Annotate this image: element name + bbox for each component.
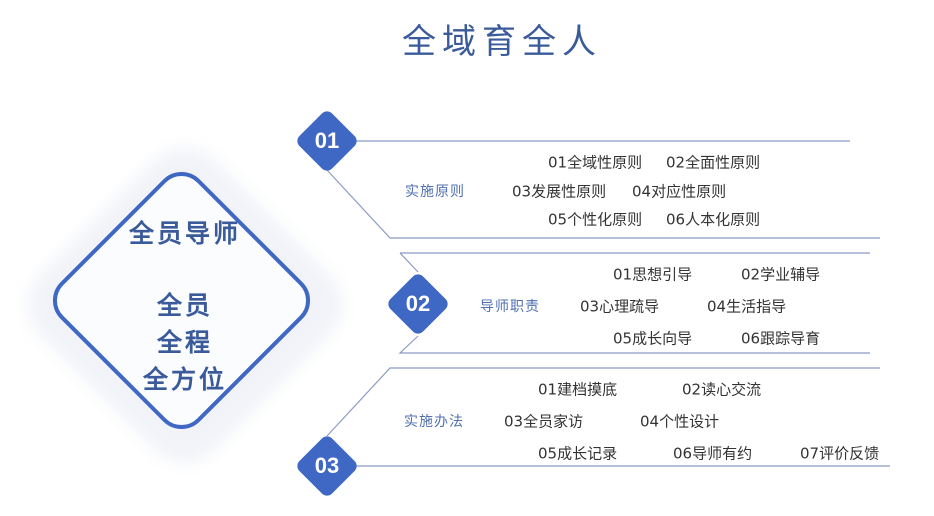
section-2-label: 导师职责 bbox=[480, 299, 540, 315]
list-item: 07评价反馈 bbox=[800, 444, 880, 463]
list-item: 05成长向导 bbox=[613, 329, 693, 348]
section-2-outline bbox=[398, 252, 870, 354]
list-item: 02全面性原则 bbox=[666, 153, 761, 172]
list-item: 01思想引导 bbox=[613, 265, 693, 284]
section-3-label: 实施办法 bbox=[404, 414, 464, 430]
section-1-label: 实施原则 bbox=[405, 184, 465, 200]
center-line-3: 全方位 bbox=[142, 365, 227, 394]
center-line-2: 全程 bbox=[156, 328, 213, 357]
list-item: 01建档摸底 bbox=[538, 380, 618, 399]
section-1-outline bbox=[326, 140, 880, 239]
list-item: 02读心交流 bbox=[682, 380, 762, 399]
list-item: 03全员家访 bbox=[504, 412, 584, 431]
list-item: 06跟踪导育 bbox=[741, 329, 821, 348]
list-item: 04生活指导 bbox=[707, 297, 787, 316]
list-item: 03心理疏导 bbox=[580, 297, 660, 316]
list-item: 03发展性原则 bbox=[512, 182, 607, 201]
center-heading: 全员导师 bbox=[128, 219, 241, 248]
section-1-badge: 01 bbox=[294, 108, 360, 174]
list-item: 06导师有约 bbox=[673, 444, 753, 463]
list-item: 01全域性原则 bbox=[548, 153, 643, 172]
page-title: 全域育全人 bbox=[402, 22, 602, 62]
section-2-badge: 02 bbox=[385, 271, 451, 337]
section-3-outline bbox=[326, 367, 890, 467]
list-item: 05成长记录 bbox=[538, 444, 618, 463]
section-3-badge: 03 bbox=[294, 433, 360, 499]
center-line-1: 全员 bbox=[156, 291, 213, 320]
list-item: 05个性化原则 bbox=[548, 210, 643, 229]
list-item: 02学业辅导 bbox=[741, 265, 821, 284]
list-item: 04对应性原则 bbox=[632, 182, 727, 201]
list-item: 06人本化原则 bbox=[666, 210, 761, 229]
list-item: 04个性设计 bbox=[640, 412, 720, 431]
